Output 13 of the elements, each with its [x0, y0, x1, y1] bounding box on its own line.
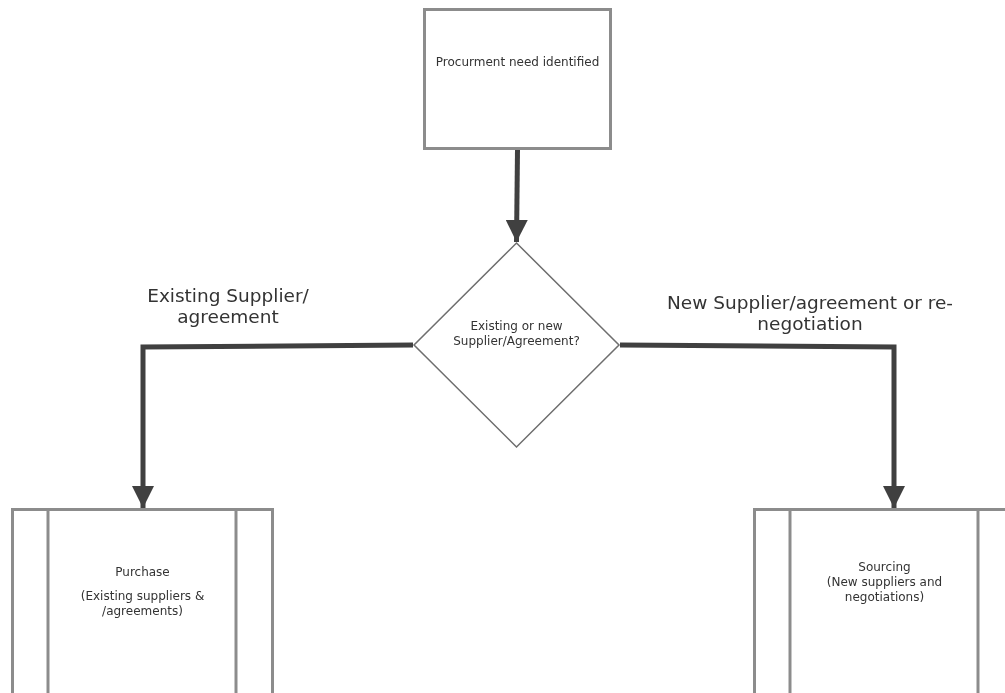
node-text: Existing or new Supplier/Agreement?	[452, 319, 581, 349]
predefined-process-box	[753, 508, 1005, 693]
process-box	[423, 8, 612, 150]
node-text: (New suppliers and negotiations)	[825, 575, 944, 605]
node-text: (Existing suppliers & /agreements)	[79, 589, 206, 619]
node-text: Procurment need identified	[434, 55, 601, 70]
decision-diamond	[413, 242, 620, 448]
arrow	[132, 342, 413, 508]
predefined-process-box	[11, 508, 274, 693]
arrow	[620, 342, 905, 508]
node-text: Sourcing	[857, 560, 912, 575]
node-text: Purchase	[114, 565, 171, 580]
arrow	[505, 149, 528, 243]
